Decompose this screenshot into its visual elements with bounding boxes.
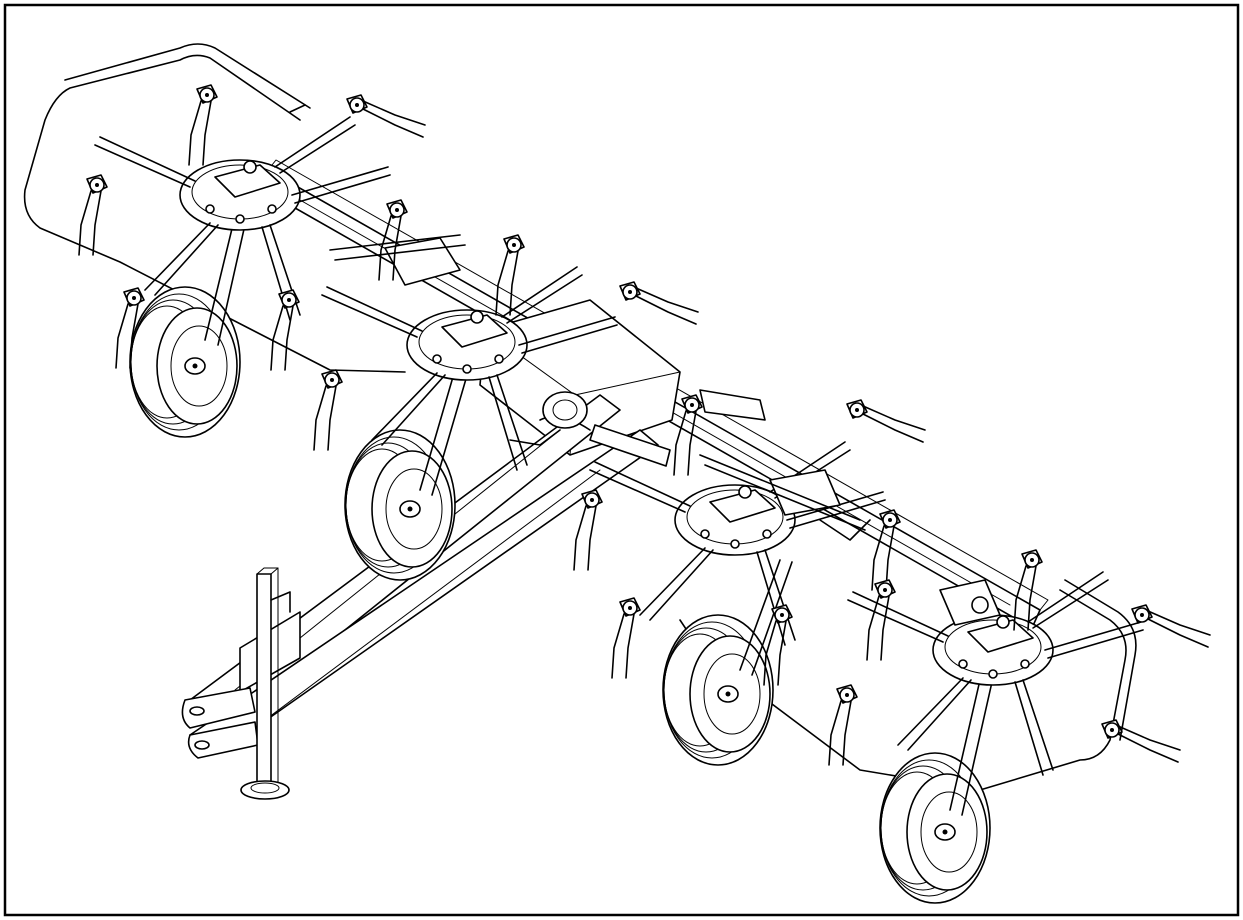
- hitch-eye: [181, 687, 259, 759]
- gearbox-2: [769, 469, 841, 516]
- left-hoop-guard: [23, 54, 406, 373]
- wheel-4: [879, 752, 991, 904]
- right-hoop-guard: [679, 589, 1127, 791]
- gearbox-1: [384, 237, 461, 286]
- wheel-1: [129, 286, 241, 438]
- wheel-3: [662, 614, 774, 766]
- figure-border: [3, 3, 1240, 917]
- gearbox-3: [939, 579, 1001, 626]
- wheel-2: [344, 429, 456, 581]
- hydraulic-cylinder: [509, 391, 671, 467]
- parking-jack: [240, 567, 291, 800]
